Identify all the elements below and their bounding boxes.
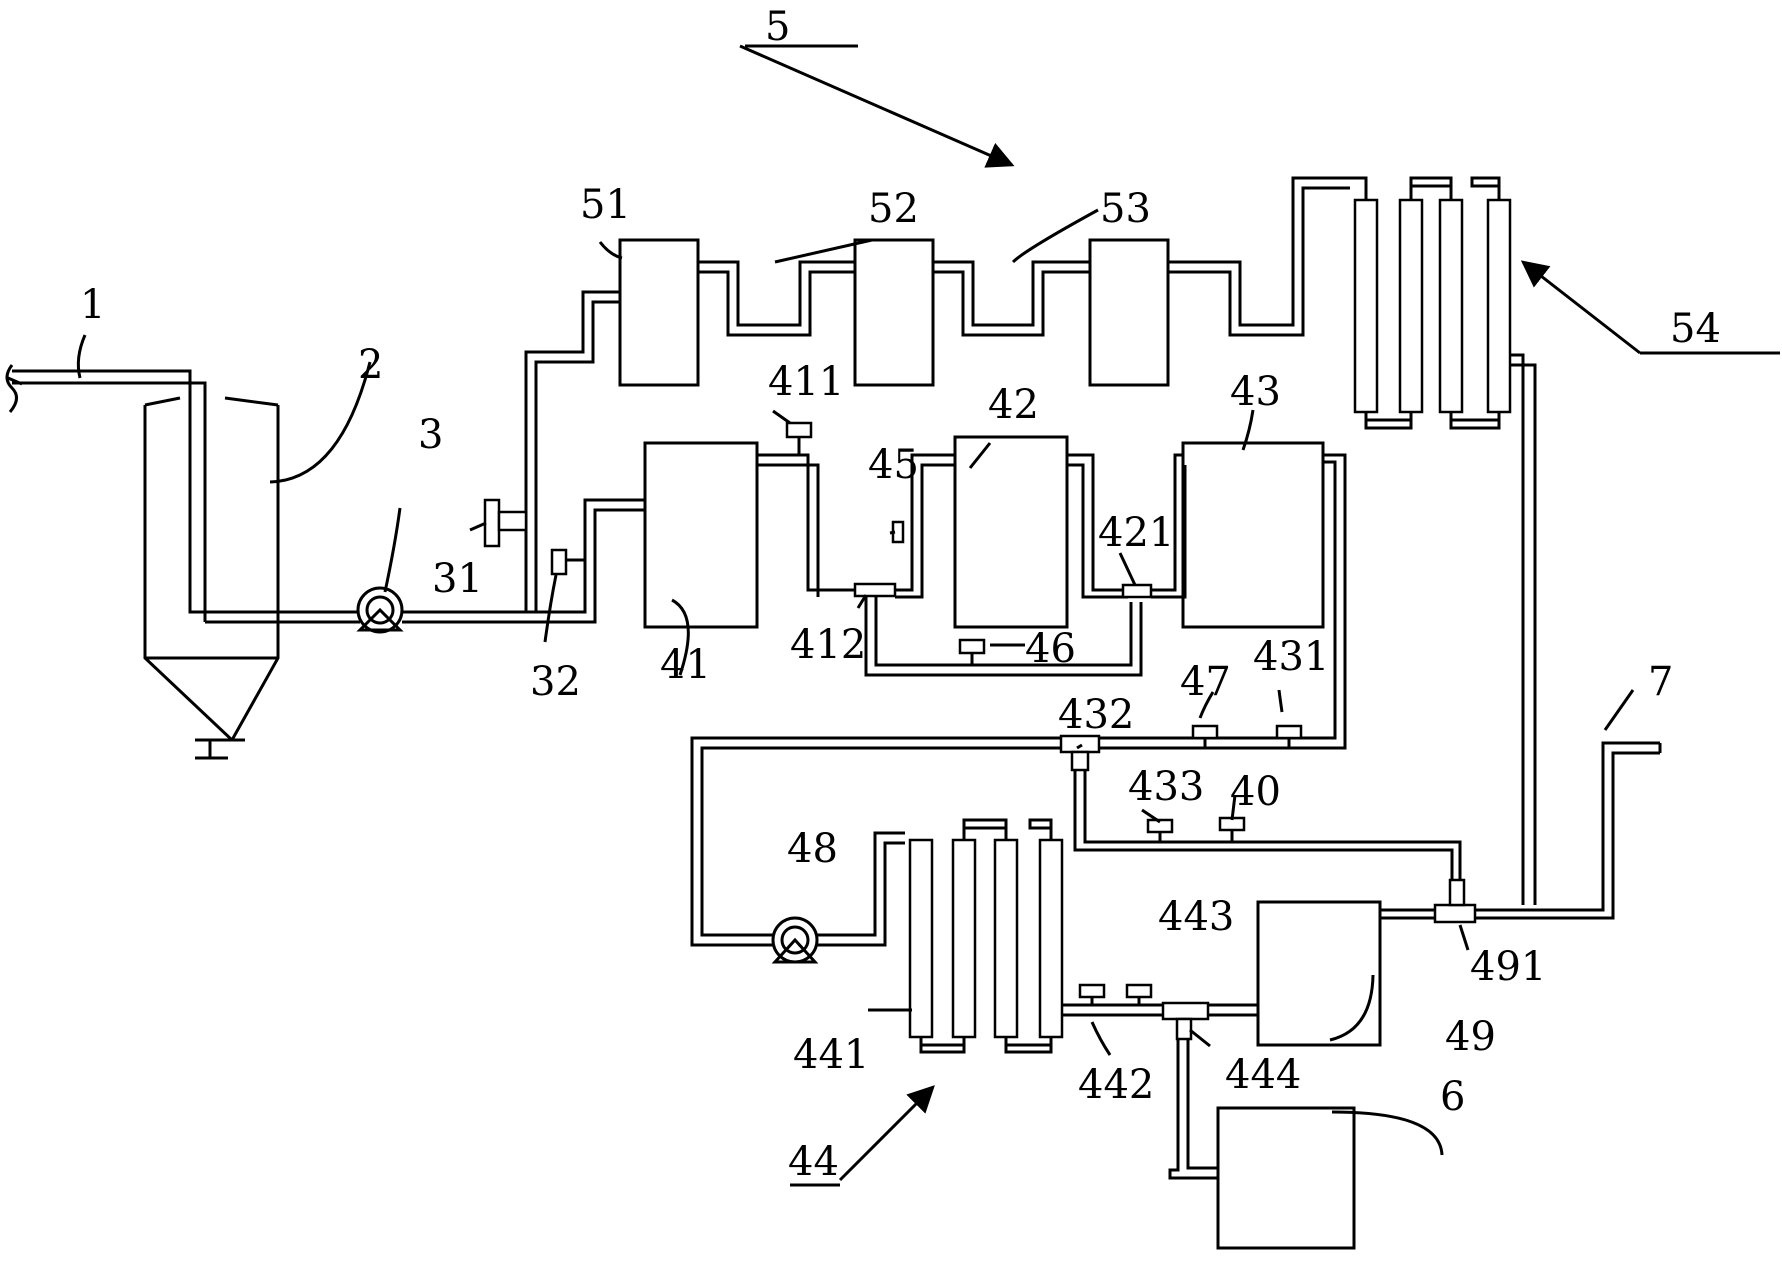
label-442: 442 — [1078, 1062, 1154, 1108]
label-433: 433 — [1128, 764, 1204, 810]
label-432: 432 — [1058, 692, 1134, 738]
label-3: 3 — [418, 412, 443, 458]
label-5: 5 — [765, 4, 790, 50]
pump-3 — [356, 586, 404, 634]
pipe-432-to-pump48 — [690, 736, 1061, 947]
pipe-tank43-to-432 — [1059, 453, 1347, 772]
pipe-tank49-to-outlet7 — [1380, 741, 1662, 924]
label-31: 31 — [432, 556, 483, 602]
leader-lines — [76, 44, 1780, 1187]
label-52: 52 — [868, 186, 919, 232]
pipe-pump48-to-filter44 — [817, 831, 905, 947]
label-48: 48 — [787, 826, 838, 872]
filter-unit-54 — [1350, 176, 1537, 905]
inlet-pipe-1 — [5, 364, 360, 622]
label-6: 6 — [1440, 1074, 1465, 1120]
label-41: 41 — [660, 642, 711, 688]
pipe-pump3-to-tank41 — [205, 498, 645, 624]
label-46: 46 — [1025, 626, 1076, 672]
label-51: 51 — [580, 182, 631, 228]
pipe-432-to-491 — [1073, 770, 1462, 880]
label-49: 49 — [1445, 1014, 1496, 1060]
label-441: 441 — [793, 1032, 869, 1078]
label-32: 32 — [530, 659, 581, 705]
pump-48 — [771, 916, 819, 964]
label-54: 54 — [1670, 306, 1721, 352]
settling-tank-2 — [143, 396, 280, 760]
label-2: 2 — [358, 342, 383, 388]
tank-42 — [953, 435, 1069, 629]
tank-52 — [853, 238, 935, 387]
filter-unit-44 — [908, 818, 1064, 1054]
pipe-tank41-to-412 — [757, 421, 865, 597]
label-47: 47 — [1180, 659, 1231, 705]
label-45: 45 — [868, 442, 919, 488]
tank-41 — [643, 441, 759, 629]
valve-31 — [483, 498, 528, 548]
labels: 1 2 3 31 32 41 411 412 42 421 43 431 432… — [80, 4, 1721, 1185]
label-42: 42 — [988, 382, 1039, 428]
label-44: 44 — [788, 1139, 839, 1185]
tank-6 — [1216, 1106, 1356, 1250]
pipe-412-to-tank42 — [853, 453, 955, 599]
bypass-loop-46 — [864, 597, 1143, 677]
tank-49 — [1256, 900, 1382, 1047]
label-412: 412 — [790, 622, 866, 668]
tank-51 — [618, 238, 700, 387]
tank-53 — [1088, 238, 1170, 387]
label-411: 411 — [768, 359, 844, 405]
label-421: 421 — [1098, 510, 1174, 556]
label-443: 443 — [1158, 894, 1234, 940]
label-431: 431 — [1253, 634, 1329, 680]
tank-43 — [1181, 441, 1325, 629]
label-40: 40 — [1230, 769, 1281, 815]
pipe-filter44-to-tank49 — [1062, 983, 1258, 1180]
label-53: 53 — [1100, 186, 1151, 232]
label-491: 491 — [1470, 944, 1546, 990]
label-444: 444 — [1225, 1052, 1301, 1098]
pipes-51-52-53 — [698, 176, 1350, 337]
label-43: 43 — [1230, 369, 1281, 415]
valve-32 — [550, 548, 585, 576]
pipe-tank42-to-tank43 — [1067, 453, 1187, 599]
label-1: 1 — [80, 282, 105, 328]
label-7: 7 — [1648, 659, 1673, 705]
pipe-branch-to-tank51 — [524, 290, 620, 612]
